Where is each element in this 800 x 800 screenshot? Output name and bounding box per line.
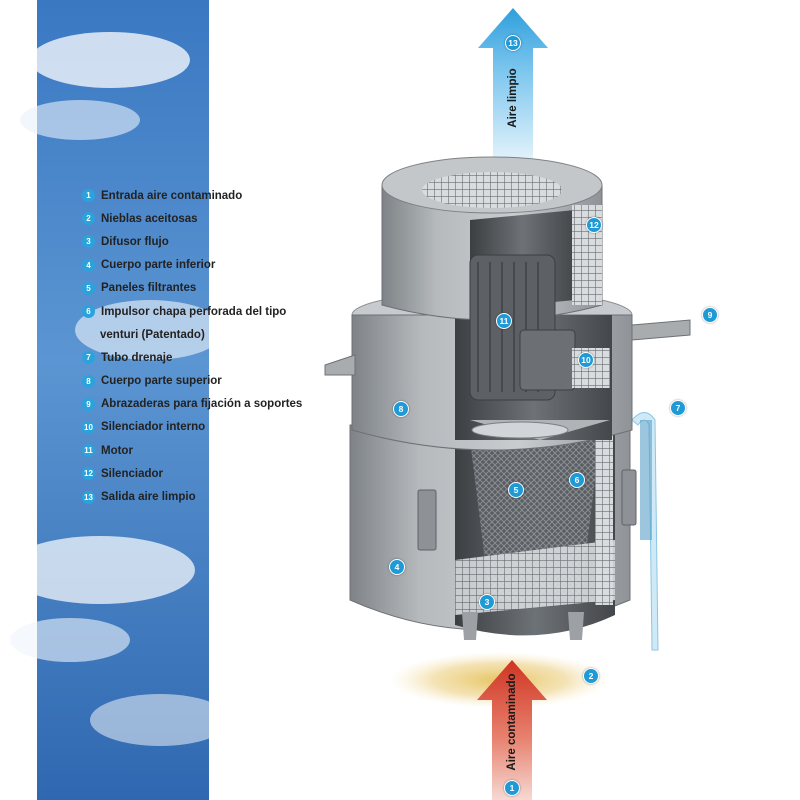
legend-number-badge: 3 [82, 235, 95, 249]
callout-6: 6 [569, 472, 585, 488]
callout-9: 9 [702, 307, 718, 323]
legend-number-badge: 8 [82, 374, 95, 388]
callout-13: 13 [505, 35, 521, 51]
legend-number-badge: 2 [82, 212, 95, 226]
legend-number-badge: 9 [82, 397, 95, 411]
legend-item-4: 4 Cuerpo parte inferior [82, 254, 332, 277]
callout-5: 5 [508, 482, 524, 498]
legend-label: Cuerpo parte inferior [101, 259, 216, 272]
legend-number-badge: 5 [82, 281, 95, 295]
callout-8: 8 [393, 401, 409, 417]
legend-label: Tubo drenaje [101, 351, 173, 364]
legend-label: Salida aire limpio [101, 491, 196, 504]
legend-number-badge: 1 [82, 189, 95, 203]
clean-air-label: Aire limpio [507, 68, 519, 128]
legend-label: Impulsor chapa perforada del tipo [101, 305, 287, 318]
legend-item-11: 11 Motor [82, 439, 332, 462]
legend-item-9: 9 Abrazaderas para fijación a soportes [82, 393, 332, 416]
callout-2: 2 [583, 668, 599, 684]
legend-number-badge: 12 [82, 467, 95, 481]
callout-12: 12 [586, 217, 602, 233]
legend-item-13: 13 Salida aire limpio [82, 485, 332, 508]
legend-label: Silenciador [101, 467, 163, 480]
legend: 1 Entrada aire contaminado 2 Nieblas aceito… [82, 184, 332, 509]
legend-number-badge: 10 [82, 420, 95, 434]
legend-number-badge: 6 [82, 305, 95, 319]
sky-panel [5, 0, 230, 800]
legend-label: Paneles filtrantes [101, 282, 197, 295]
legend-number-badge: 11 [82, 444, 95, 458]
legend-label: Motor [101, 444, 133, 457]
legend-item-6-cont: venturi (Patentado) [82, 323, 332, 346]
callout-10: 10 [578, 352, 594, 368]
legend-label: Difusor flujo [101, 235, 169, 248]
legend-item-1: 1 Entrada aire contaminado [82, 184, 332, 207]
legend-item-2: 2 Nieblas aceitosas [82, 207, 332, 230]
callout-1: 1 [504, 780, 520, 796]
drain-tube [631, 412, 659, 651]
legend-label: Silenciador interno [101, 421, 206, 434]
legend-item-3: 3 Difusor flujo [82, 230, 332, 253]
legend-label: Entrada aire contaminado [101, 189, 243, 202]
legend-number-badge: 4 [82, 258, 95, 272]
callout-11: 11 [496, 313, 512, 329]
legend-number-badge: 7 [82, 351, 95, 365]
callout-3: 3 [479, 594, 495, 610]
legend-label: Abrazaderas para fijación a soportes [101, 398, 303, 411]
clean-air-arrow [478, 8, 548, 165]
legend-item-10: 10 Silenciador interno [82, 416, 332, 439]
legend-item-6: 6 Impulsor chapa perforada del tipo [82, 300, 332, 323]
dirty-air-arrow [477, 660, 547, 800]
legend-item-5: 5 Paneles filtrantes [82, 277, 332, 300]
legend-item-7: 7 Tubo drenaje [82, 346, 332, 369]
legend-item-12: 12 Silenciador [82, 462, 332, 485]
legend-label: Nieblas aceitosas [101, 212, 198, 225]
legend-item-8: 8 Cuerpo parte superior [82, 370, 332, 393]
legend-label: Cuerpo parte superior [101, 375, 222, 388]
legend-number-badge: 13 [82, 490, 95, 504]
callout-4: 4 [389, 559, 405, 575]
dirty-air-label: Aire contaminado [506, 673, 518, 771]
legend-label: venturi (Patentado) [100, 328, 205, 341]
callout-7: 7 [670, 400, 686, 416]
